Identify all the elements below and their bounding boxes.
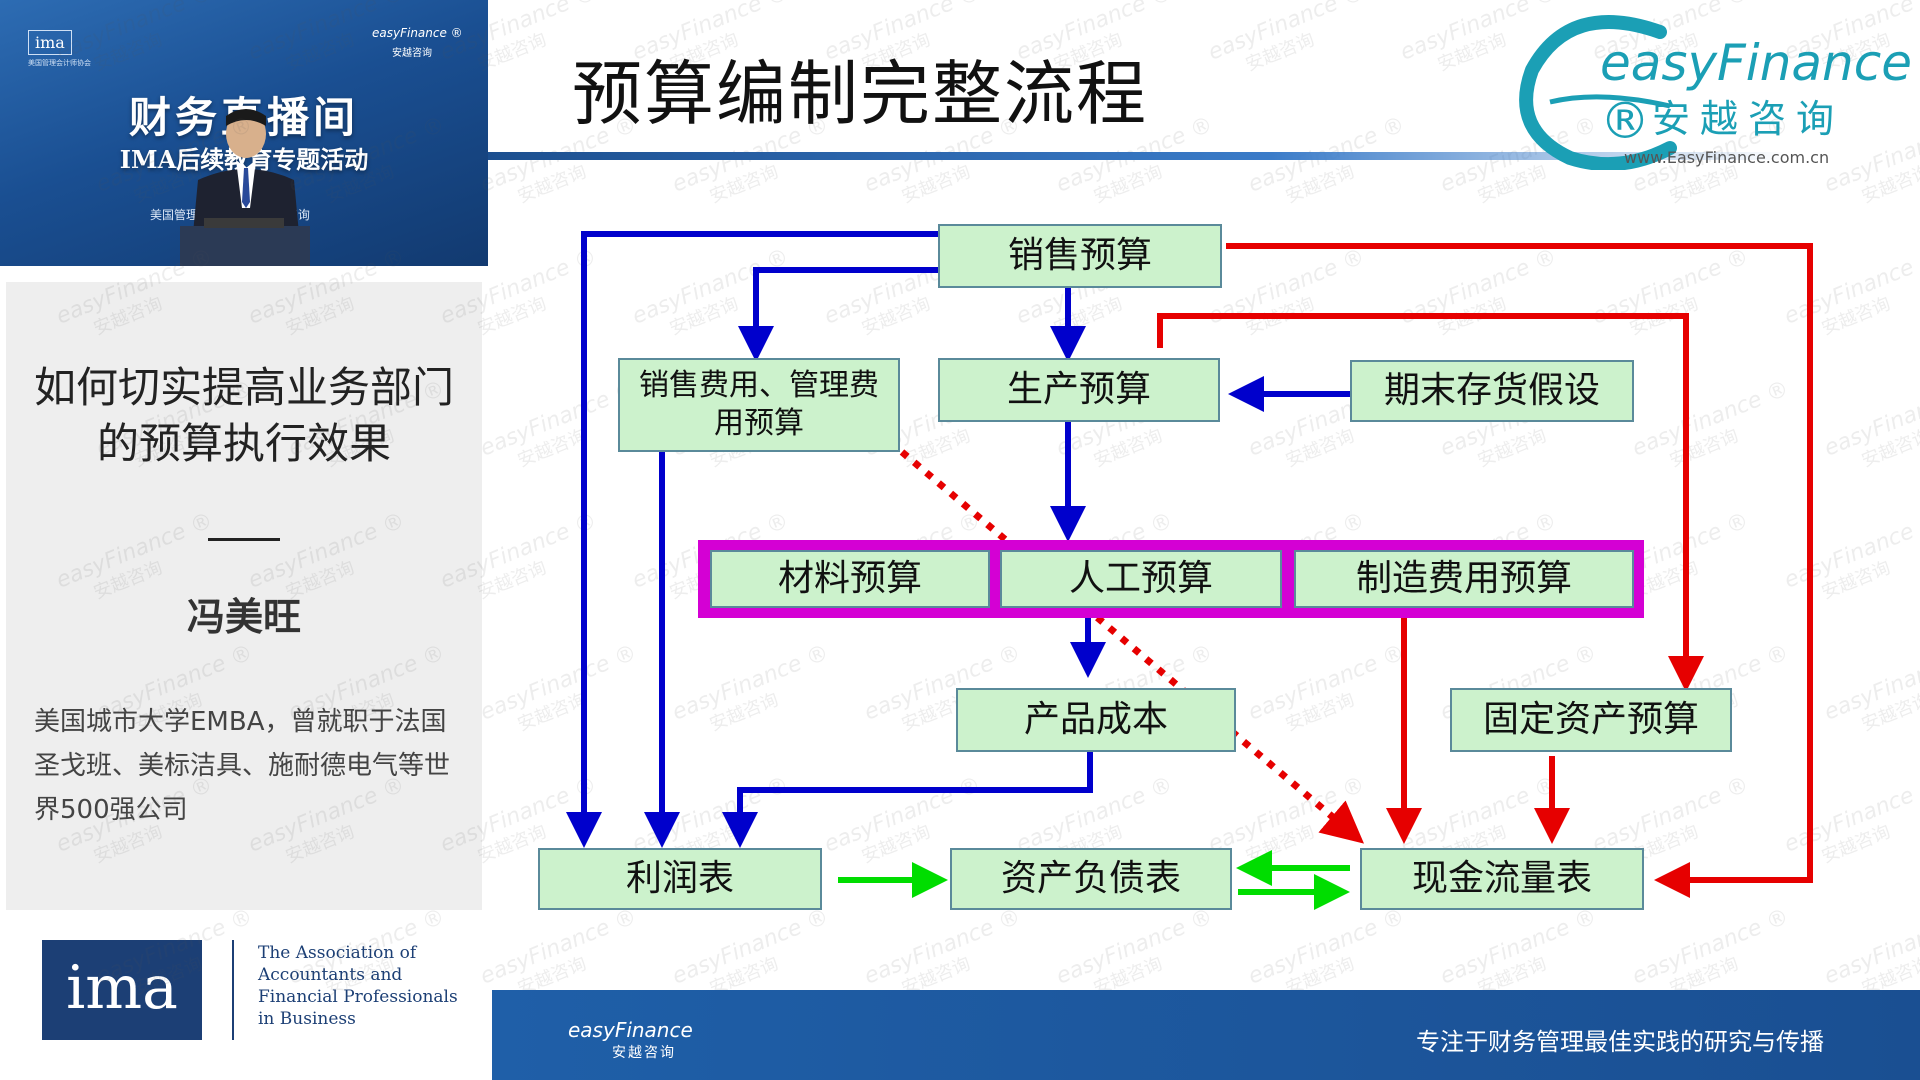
speaker-figure-icon <box>180 109 310 266</box>
footer-tagline: 专注于财务管理最佳实践的研究与传播 <box>1416 1028 1824 1056</box>
node-ending-inventory: 期末存货假设 <box>1350 360 1634 422</box>
talk-title: 如何切实提高业务部门的预算执行效果 <box>0 360 488 472</box>
node-sga-budget: 销售费用、管理费用预算 <box>618 358 900 452</box>
talk-info-panel <box>6 282 482 910</box>
node-material-budget: 材料预算 <box>710 550 990 608</box>
node-product-cost: 产品成本 <box>956 688 1236 752</box>
arrow-sales-to-cashflow <box>1226 243 1813 898</box>
ima-logo: ima <box>42 940 202 1040</box>
speaker-bio: 美国城市大学EMBA，曾就职于法国圣戈班、美标洁具、施耐德电气等世界500强公司 <box>34 707 451 825</box>
footer-logo: easyFinance <box>568 1018 693 1042</box>
slide-footer <box>492 990 1920 1080</box>
ima-logo-panel: ima The Association of Accountants and F… <box>6 912 482 1072</box>
node-balance-sheet: 资产负债表 <box>950 848 1232 910</box>
speaker-name: 冯美旺 <box>186 595 301 639</box>
node-overhead-budget: 制造费用预算 <box>1294 550 1634 608</box>
node-sales-budget: 销售预算 <box>938 224 1222 288</box>
node-labor-budget: 人工预算 <box>1000 550 1282 608</box>
arrow-sales-to-sga <box>738 267 938 362</box>
arrow-production-to-fixed-asset <box>1157 313 1704 692</box>
arrow-product-cost-to-income <box>722 752 1093 848</box>
ima-mini-subtitle: 美国管理会计师协会 <box>28 59 91 67</box>
brand-swoosh-icon <box>1519 14 1677 170</box>
node-cash-flow-statement: 现金流量表 <box>1360 848 1644 910</box>
arrow-sga-to-cashflow-dotted <box>899 449 1365 844</box>
talk-divider <box>208 538 280 541</box>
title-rule <box>488 152 1788 160</box>
node-production-budget: 生产预算 <box>938 358 1220 422</box>
ima-tagline: The Association of Accountants and Finan… <box>258 943 458 1029</box>
footer-logo-cn: 安越咨询 <box>612 1045 676 1061</box>
arrow-sales-to-income <box>566 231 938 848</box>
node-sga-budget-text: 销售费用、管理费用预算 <box>639 368 879 441</box>
ima-mini-logo: ima <box>28 30 72 55</box>
ima-logo-divider <box>232 940 234 1040</box>
video-feed: ima 美国管理会计师协会 easyFinance ® 安越咨询 财务直播间 I… <box>0 0 488 266</box>
brand-cn: 安越咨询 <box>1652 97 1845 141</box>
slide-title: 预算编制完整流程 <box>572 53 1148 135</box>
node-fixed-asset-budget: 固定资产预算 <box>1450 688 1732 752</box>
brand-url: www.EasyFinance.com.cn <box>1624 148 1830 167</box>
easyfinance-mini-cn: 安越咨询 <box>392 48 432 59</box>
talk-title-text: 如何切实提高业务部门的预算执行效果 <box>34 363 455 468</box>
node-income-statement: 利润表 <box>538 848 822 910</box>
brand-name: easyFinance ® <box>1600 34 1912 150</box>
easyfinance-mini-logo: easyFinance ® <box>372 26 463 40</box>
